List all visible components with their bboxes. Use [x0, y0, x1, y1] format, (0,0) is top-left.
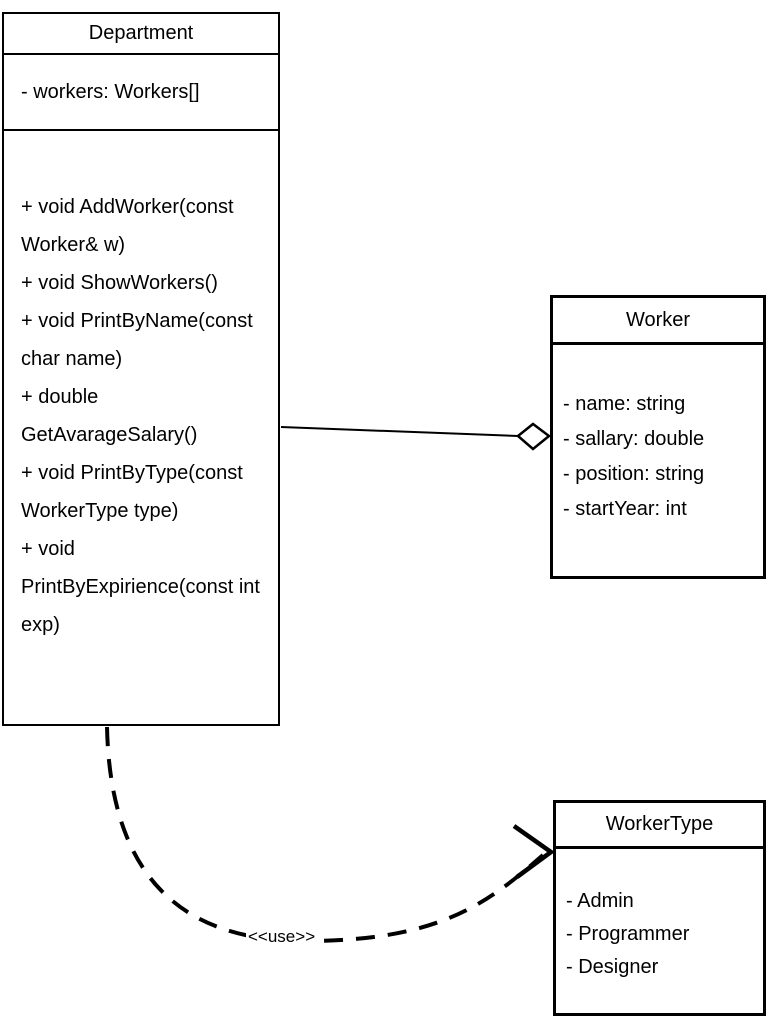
attribute-item: - workers: Workers[] [21, 80, 200, 103]
aggregation-diamond-icon [516, 422, 552, 451]
method-line: PrintByExpirience(const int [21, 576, 260, 598]
method-line: + void ShowWorkers() [21, 272, 218, 294]
class-title-workertype: WorkerType [556, 803, 763, 849]
method-line: + void [21, 538, 75, 560]
method-line: + void PrintByType(const [21, 462, 243, 484]
method-line: WorkerType type) [21, 500, 179, 522]
use-stereotype-label: <<use>> [246, 927, 318, 947]
method-line: exp) [21, 614, 60, 636]
class-box-worker: Worker - name: string- sallary: double- … [550, 295, 766, 579]
class-title-department: Department [4, 14, 278, 55]
attribute-item: - startYear: int [563, 498, 687, 520]
attribute-item: - position: string [563, 463, 705, 485]
class-box-workertype: WorkerType - Admin - Programmer - Designer [553, 800, 766, 1016]
enum-value-item: - Designer [566, 956, 659, 978]
method-line: GetAvarageSalary() [21, 424, 198, 446]
enum-value-item: - Programmer [566, 923, 690, 945]
class-title-worker: Worker [553, 298, 763, 345]
workertype-values: - Admin - Programmer - Designer [556, 849, 763, 984]
method-line: + double [21, 386, 99, 408]
worker-attributes: - name: string - sallary: double - positio… [553, 345, 763, 527]
enum-value-item: - Admin [566, 890, 634, 912]
aggregation-line [280, 426, 519, 437]
attribute-item: - sallary: double [563, 428, 705, 450]
method-line: + void PrintByName(const [21, 310, 253, 332]
attribute-item: - name: string [563, 393, 686, 415]
department-attributes: - workers: Workers[] [4, 55, 278, 131]
dependency-curve [105, 726, 545, 944]
method-line: + void AddWorker(const [21, 196, 234, 218]
dependency-arrowhead-icon [512, 824, 555, 879]
class-box-department: Department - workers: Workers[] + void A… [2, 12, 280, 726]
method-line: Worker& w) [21, 234, 126, 256]
method-line: char name) [21, 348, 123, 370]
